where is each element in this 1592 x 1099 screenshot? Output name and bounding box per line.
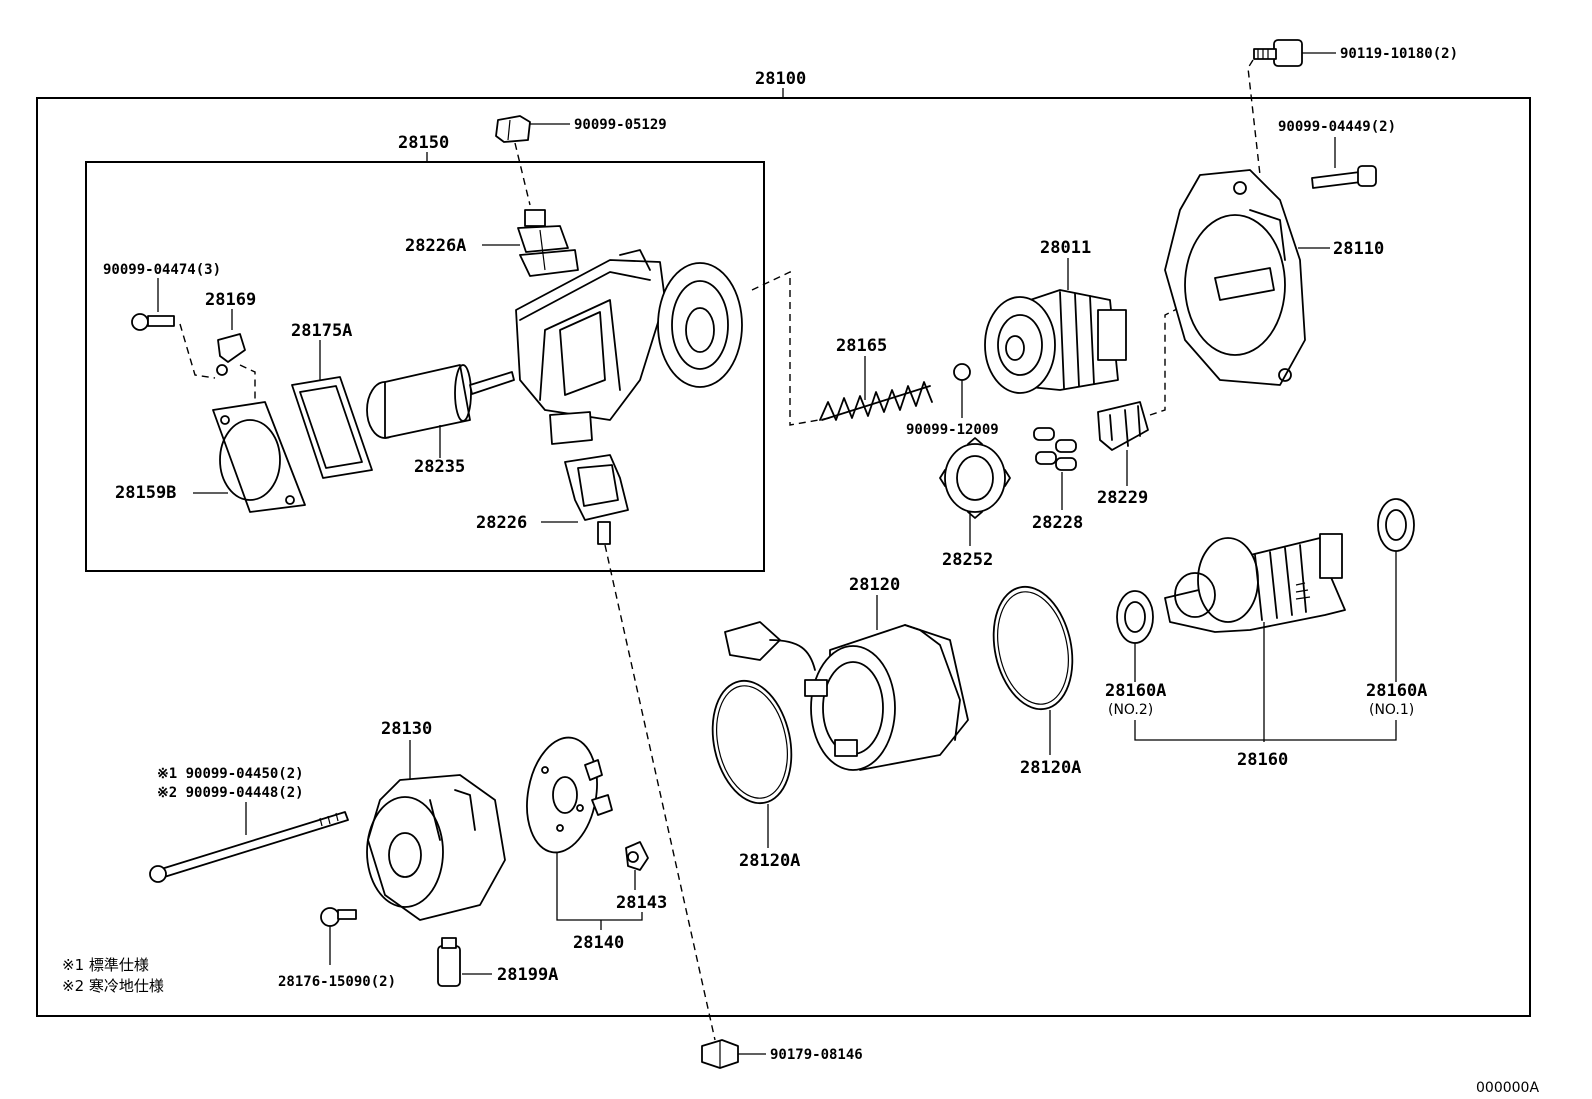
label-28100[interactable]: 28100: [755, 69, 806, 89]
bolt-90099-04449[interactable]: [1311, 165, 1377, 189]
label-28011[interactable]: 28011: [1040, 238, 1091, 258]
end-frame-28130[interactable]: [366, 774, 506, 921]
bolt-90099-04474[interactable]: [131, 313, 175, 331]
label-28130[interactable]: 28130: [381, 719, 432, 739]
label-28160[interactable]: 28160: [1237, 750, 1288, 770]
o-ring-28120A-left[interactable]: [702, 673, 802, 810]
gasket-28175A[interactable]: [291, 376, 373, 479]
subassembly-frame: [85, 161, 765, 572]
label-28226[interactable]: 28226: [476, 513, 527, 533]
brush-holder-28140[interactable]: [518, 732, 613, 858]
gear-28252[interactable]: [939, 437, 1011, 519]
nut-90099-05129[interactable]: [495, 115, 531, 143]
label-90099-04448[interactable]: ※2 90099-04448(2): [157, 785, 304, 801]
solenoid-housing[interactable]: [515, 249, 743, 445]
label-28110[interactable]: 28110: [1333, 239, 1384, 259]
label-28226A[interactable]: 28226A: [405, 236, 466, 256]
cover-28159B[interactable]: [212, 401, 306, 513]
diagram-code: 000000A: [1476, 1080, 1539, 1096]
screw-28176-15090[interactable]: [320, 907, 357, 927]
bolt-90119-10180[interactable]: [1253, 39, 1303, 67]
armature-28160[interactable]: [1164, 533, 1346, 633]
label-28165[interactable]: 28165: [836, 336, 887, 356]
bearing-28160A-no2[interactable]: [1116, 590, 1154, 644]
retainer-28229[interactable]: [1097, 401, 1149, 451]
label-28160A-no2-sub: (NO.2): [1108, 702, 1153, 718]
label-90179-08146[interactable]: 90179-08146: [770, 1047, 863, 1063]
cap-28199A[interactable]: [437, 937, 461, 987]
spring-28143[interactable]: [625, 841, 649, 871]
label-90099-04450[interactable]: ※1 90099-04450(2): [157, 766, 304, 782]
terminal-28226[interactable]: [564, 454, 629, 545]
through-bolt[interactable]: [149, 811, 349, 883]
clip-28169[interactable]: [216, 333, 246, 376]
label-28176-15090[interactable]: 28176-15090(2): [278, 974, 396, 990]
label-28143[interactable]: 28143: [616, 893, 667, 913]
label-28235[interactable]: 28235: [414, 457, 465, 477]
note-cold-region-spec: ※2 寒冷地仕様: [62, 977, 164, 995]
label-28252[interactable]: 28252: [942, 550, 993, 570]
housing-28110[interactable]: [1164, 169, 1306, 386]
label-90099-04474[interactable]: 90099-04474(3): [103, 262, 221, 278]
label-28120A-left[interactable]: 28120A: [739, 851, 800, 871]
label-28159B[interactable]: 28159B: [115, 483, 176, 503]
label-28229[interactable]: 28229: [1097, 488, 1148, 508]
rollers-28228[interactable]: [1033, 427, 1077, 471]
label-28120[interactable]: 28120: [849, 575, 900, 595]
label-28160A-no1-sub: (NO.1): [1369, 702, 1414, 718]
label-90119-10180[interactable]: 90119-10180(2): [1340, 46, 1458, 62]
clutch-28011[interactable]: [984, 289, 1127, 394]
nut-90179-08146[interactable]: [701, 1039, 739, 1069]
label-90099-12009[interactable]: 90099-12009: [906, 422, 999, 438]
o-ring-28120A-right[interactable]: [983, 579, 1083, 716]
label-28175A[interactable]: 28175A: [291, 321, 352, 341]
label-28228[interactable]: 28228: [1032, 513, 1083, 533]
label-28150[interactable]: 28150: [398, 133, 449, 153]
label-90099-05129[interactable]: 90099-05129: [574, 117, 667, 133]
terminal-28226A[interactable]: [517, 209, 579, 277]
label-28160A-no1[interactable]: 28160A: [1366, 681, 1427, 701]
ball-90099-12009[interactable]: [953, 363, 971, 381]
note-standard-spec: ※1 標準仕様: [62, 956, 149, 974]
label-28120A-right[interactable]: 28120A: [1020, 758, 1081, 778]
spring-28165[interactable]: [819, 381, 933, 421]
plunger-28235[interactable]: [366, 364, 515, 439]
label-28199A[interactable]: 28199A: [497, 965, 558, 985]
label-90099-04449[interactable]: 90099-04449(2): [1278, 119, 1396, 135]
label-28169[interactable]: 28169: [205, 290, 256, 310]
label-28160A-no2[interactable]: 28160A: [1105, 681, 1166, 701]
label-28140[interactable]: 28140: [573, 933, 624, 953]
bearing-28160A-no1[interactable]: [1377, 498, 1415, 552]
yoke-28120[interactable]: [724, 621, 969, 771]
